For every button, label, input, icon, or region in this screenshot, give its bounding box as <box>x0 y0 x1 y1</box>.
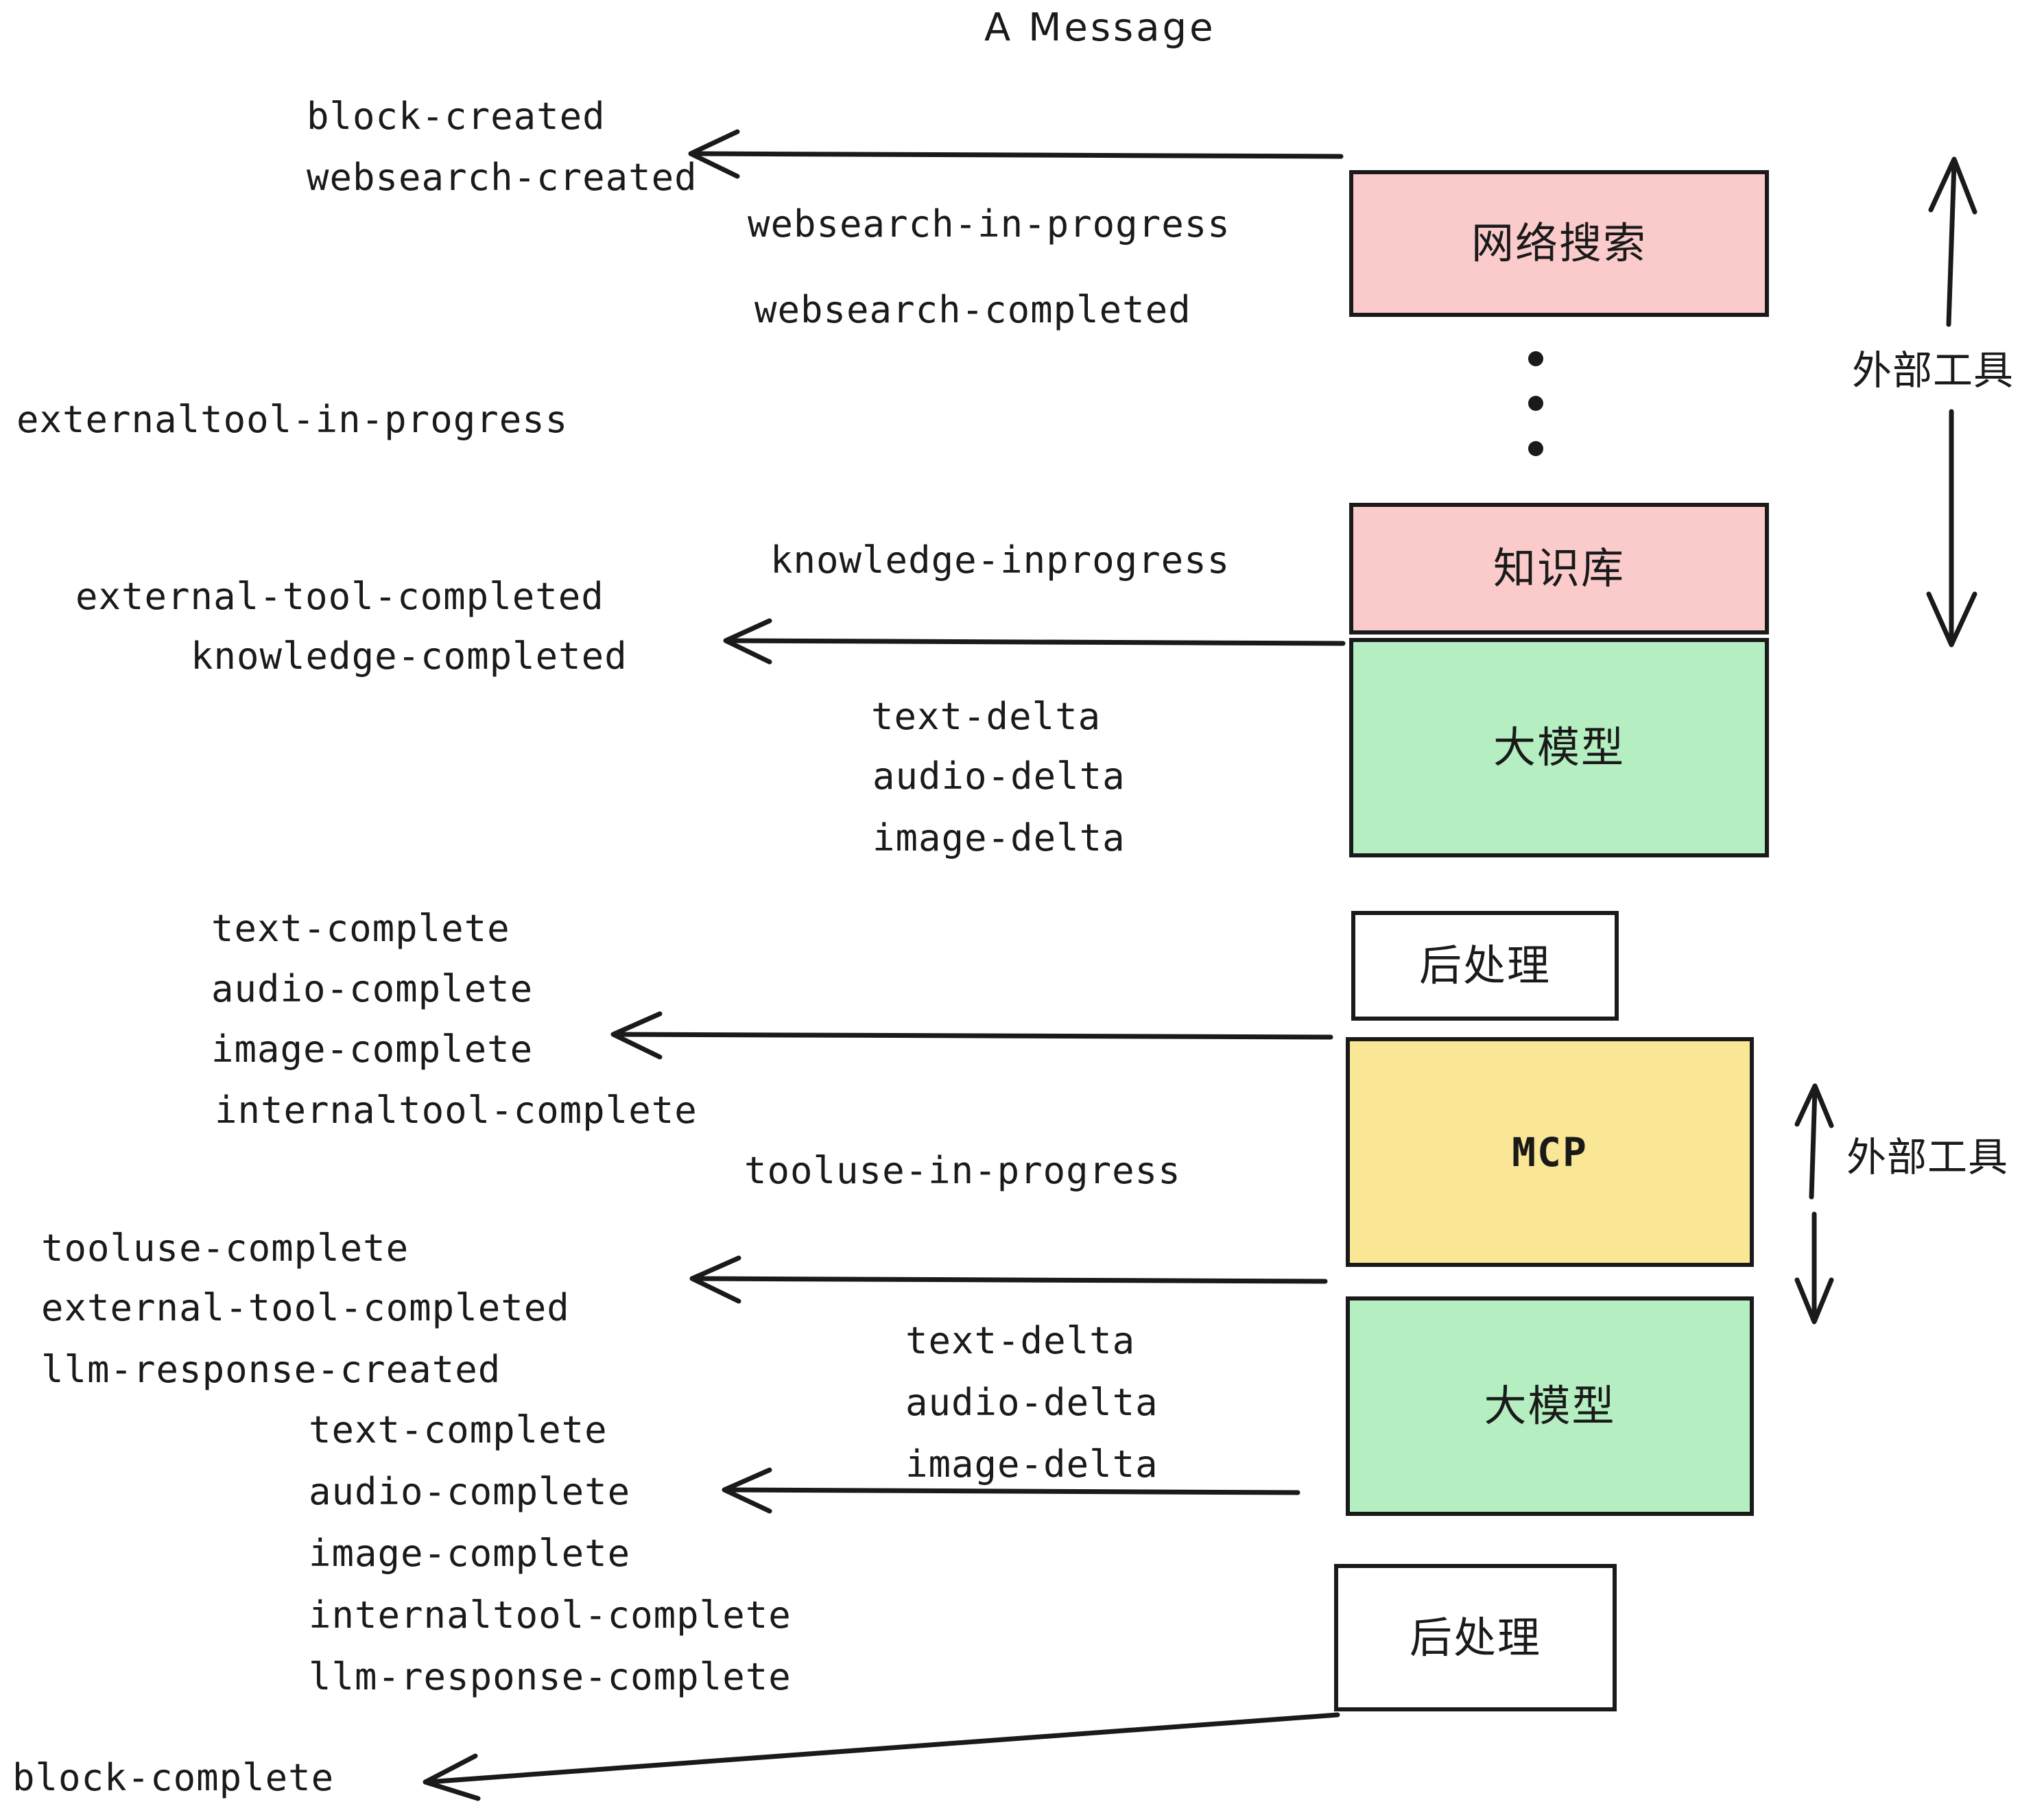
event-internaltool-complete-2: internaltool-complete <box>309 1593 792 1637</box>
node-websearch[interactable]: 网络搜索 <box>1349 170 1769 317</box>
node-mcp[interactable]: MCP <box>1346 1037 1754 1267</box>
event-image-delta-2: image-delta <box>905 1443 1158 1486</box>
event-external-tool-completed-1: external-tool-completed <box>75 575 604 618</box>
event-tooluse-in-progress: tooluse-in-progress <box>744 1149 1181 1192</box>
node-llm-1-label: 大模型 <box>1493 722 1625 772</box>
node-llm-2-label: 大模型 <box>1484 1381 1616 1431</box>
event-text-complete-1: text-complete <box>211 907 510 950</box>
node-postprocess-2[interactable]: 后处理 <box>1334 1564 1617 1711</box>
ellipsis-dot-1 <box>1528 351 1543 366</box>
event-image-complete-1: image-complete <box>211 1028 534 1071</box>
node-mcp-label: MCP <box>1512 1128 1588 1176</box>
event-llm-response-complete: llm-response-complete <box>309 1655 792 1698</box>
event-knowledge-inprogress: knowledge-inprogress <box>770 538 1231 582</box>
node-knowledge[interactable]: 知识库 <box>1349 503 1769 634</box>
event-block-created: block-created <box>307 95 606 138</box>
node-postprocess-2-label: 后处理 <box>1409 1612 1541 1663</box>
node-postprocess-1[interactable]: 后处理 <box>1351 911 1619 1021</box>
event-websearch-created: websearch-created <box>307 156 698 199</box>
ellipsis-dot-2 <box>1528 396 1543 411</box>
node-knowledge-label: 知识库 <box>1493 543 1625 593</box>
event-websearch-in-progress: websearch-in-progress <box>748 202 1231 246</box>
event-audio-delta-2: audio-delta <box>905 1381 1158 1424</box>
event-image-delta-1: image-delta <box>872 816 1126 859</box>
event-text-complete-2: text-complete <box>309 1408 608 1451</box>
node-postprocess-1-label: 后处理 <box>1418 940 1551 990</box>
event-text-delta-2: text-delta <box>905 1319 1136 1362</box>
annotation-external-tools-bottom: 外部工具 <box>1846 1134 2009 1180</box>
annotation-external-tools-top: 外部工具 <box>1852 347 2015 394</box>
event-externaltool-in-progress: externaltool-in-progress <box>16 398 569 441</box>
event-text-delta-1: text-delta <box>871 695 1102 738</box>
event-internaltool-complete-1: internaltool-complete <box>215 1089 698 1132</box>
event-websearch-completed: websearch-completed <box>754 288 1191 331</box>
ellipsis-dot-3 <box>1528 441 1543 456</box>
event-image-complete-2: image-complete <box>309 1532 631 1575</box>
event-audio-delta-1: audio-delta <box>872 755 1126 798</box>
node-websearch-label: 网络搜索 <box>1471 218 1647 268</box>
event-external-tool-completed-2: external-tool-completed <box>41 1286 570 1329</box>
event-knowledge-completed: knowledge-completed <box>191 634 628 678</box>
node-llm-2[interactable]: 大模型 <box>1346 1296 1754 1516</box>
page-title: A Message <box>984 5 1216 50</box>
event-block-complete: block-complete <box>12 1756 335 1799</box>
event-audio-complete-2: audio-complete <box>309 1470 631 1513</box>
node-llm-1[interactable]: 大模型 <box>1349 638 1769 857</box>
event-audio-complete-1: audio-complete <box>211 967 534 1010</box>
event-llm-response-created: llm-response-created <box>41 1348 501 1391</box>
event-tooluse-complete: tooluse-complete <box>41 1226 409 1270</box>
